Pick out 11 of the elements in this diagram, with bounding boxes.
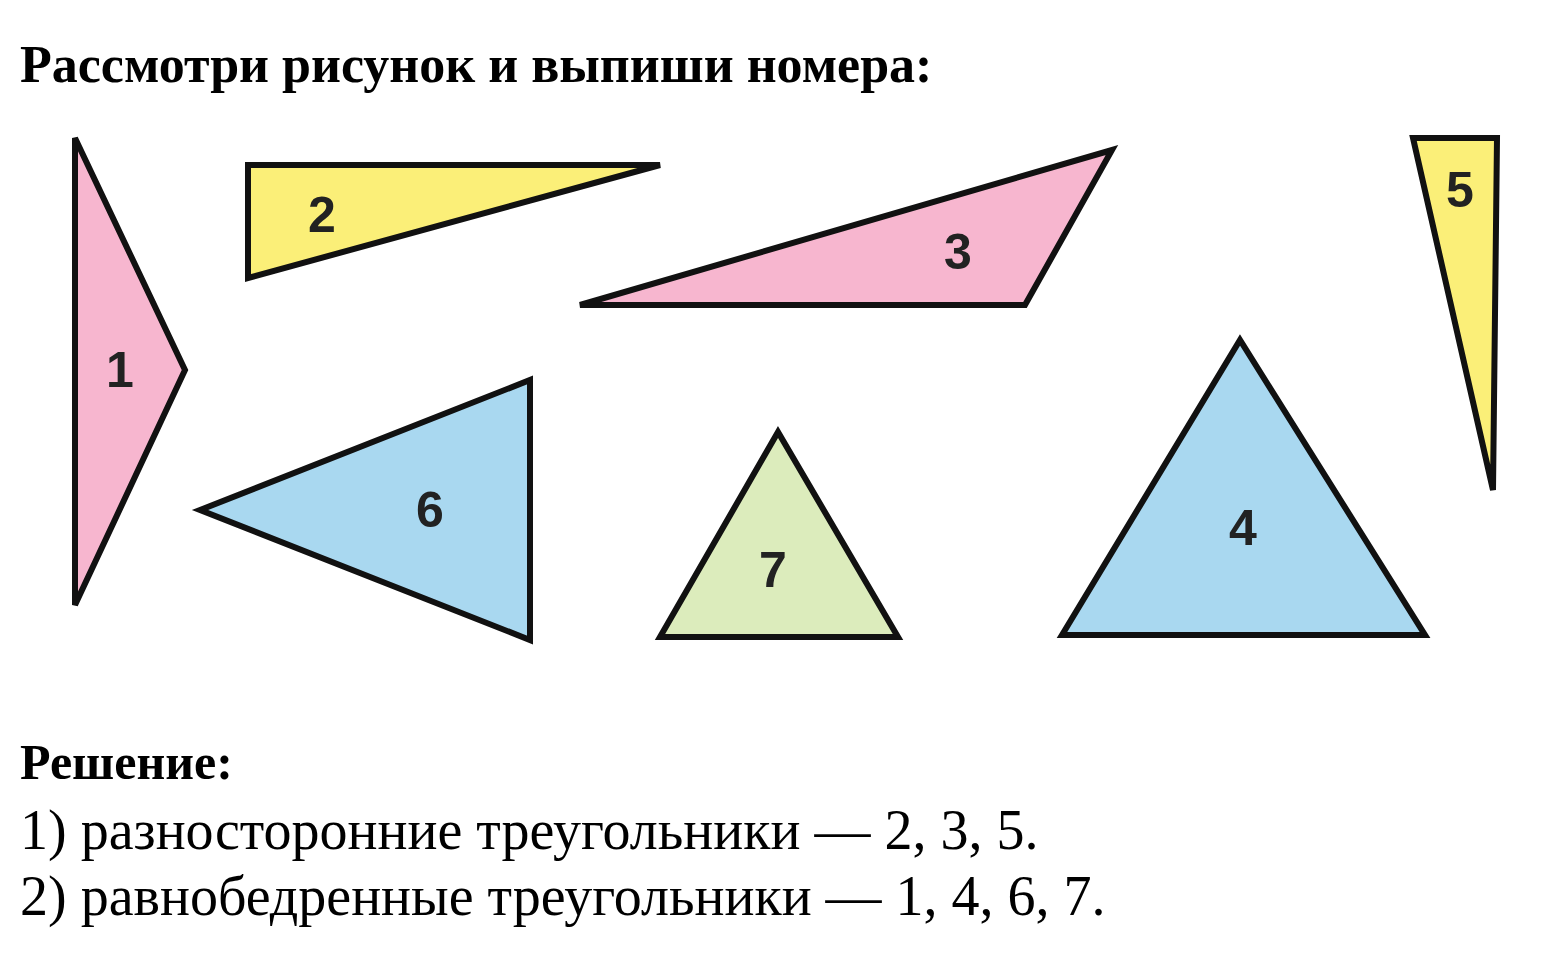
heading: Рассмотри рисунок и выпиши номера: — [20, 36, 933, 94]
triangle-number: 6 — [416, 485, 444, 535]
triangle-number: 5 — [1446, 165, 1474, 215]
triangle-number: 4 — [1229, 503, 1257, 553]
triangle-number: 7 — [759, 545, 787, 595]
triangle-number: 3 — [944, 227, 972, 277]
triangle-number: 1 — [106, 345, 134, 395]
answer-text: 2) равнобедренные треугольники — 1, 4, 6, 7. — [20, 866, 1106, 928]
answer-text: 1) разносторонние треугольники — 2, 3, 5. — [20, 800, 1039, 862]
triangle-number: 2 — [308, 190, 336, 240]
solution-heading: Решение: — [20, 735, 233, 790]
